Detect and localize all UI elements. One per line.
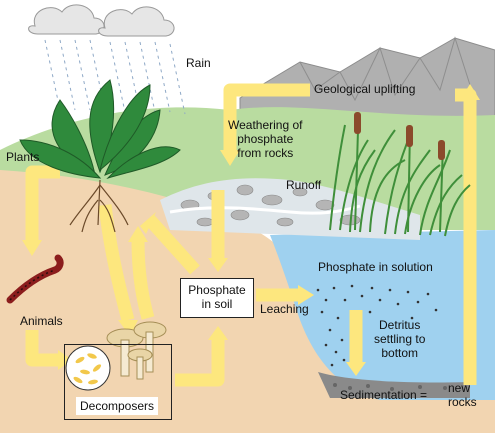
sedimentation-label: Sedimentation = bbox=[340, 388, 428, 402]
runoff-label: Runoff bbox=[286, 178, 322, 192]
bacteria-circle bbox=[65, 345, 111, 391]
plant bbox=[19, 79, 181, 233]
rain-streaks bbox=[44, 39, 186, 115]
detritus-line3: bottom bbox=[381, 346, 419, 360]
phosphate-in-soil-line2: in soil bbox=[201, 297, 233, 311]
decomposers-label: Decomposers bbox=[79, 399, 155, 413]
detritus-label: Detritus settling to bottom bbox=[374, 318, 425, 360]
weathering-line2: phosphate bbox=[237, 132, 294, 146]
weathering-line1: Weathering of bbox=[228, 118, 303, 132]
cycle-arrows bbox=[25, 83, 477, 387]
mountain-ridges bbox=[299, 36, 471, 102]
detritus-line2: settling to bbox=[374, 332, 426, 346]
water bbox=[270, 230, 495, 400]
arrow-heads bbox=[22, 84, 480, 376]
cattail-heads bbox=[354, 112, 445, 160]
decomposers-frame bbox=[64, 344, 172, 420]
leaching-label: Leaching bbox=[260, 302, 309, 316]
sediment-layer bbox=[318, 372, 470, 398]
weathering-label: Weathering of phosphate from rocks bbox=[228, 118, 303, 160]
decomposers-label-box: Decomposers bbox=[76, 397, 158, 415]
mushrooms bbox=[106, 321, 167, 380]
arrow-soil-to-plants bbox=[145, 215, 200, 275]
rocks-label: rocks bbox=[448, 395, 477, 409]
new-label: new bbox=[448, 381, 471, 395]
phosphate-in-soil-box: Phosphate in soil bbox=[180, 278, 254, 318]
leaching-dots bbox=[316, 284, 438, 367]
sediment-pebbles bbox=[333, 383, 447, 391]
geological-uplifting-label: Geological uplifting bbox=[314, 82, 416, 96]
arrow-plants-to-decomposers bbox=[98, 204, 135, 322]
animals-label: Animals bbox=[20, 314, 63, 328]
arrow-uplift-to-weathering bbox=[223, 83, 310, 150]
centipede bbox=[6, 254, 64, 304]
phosphate-in-solution-label: Phosphate in solution bbox=[318, 260, 433, 274]
arrow-animals-to-decomposers bbox=[25, 330, 58, 367]
detritus-line1: Detritus bbox=[379, 318, 421, 332]
arrow-decomposers-to-soil bbox=[175, 340, 225, 387]
plants-label: Plants bbox=[6, 150, 40, 164]
stream-water-lines bbox=[169, 204, 361, 215]
arrow-decomposers-to-plants bbox=[131, 239, 155, 320]
rain-clouds bbox=[28, 4, 175, 37]
phosphate-in-soil-line1: Phosphate bbox=[188, 283, 246, 297]
weathering-line3: from rocks bbox=[237, 146, 294, 160]
rain-label: Rain bbox=[186, 56, 211, 70]
arrow-plants-to-animals bbox=[25, 165, 60, 240]
